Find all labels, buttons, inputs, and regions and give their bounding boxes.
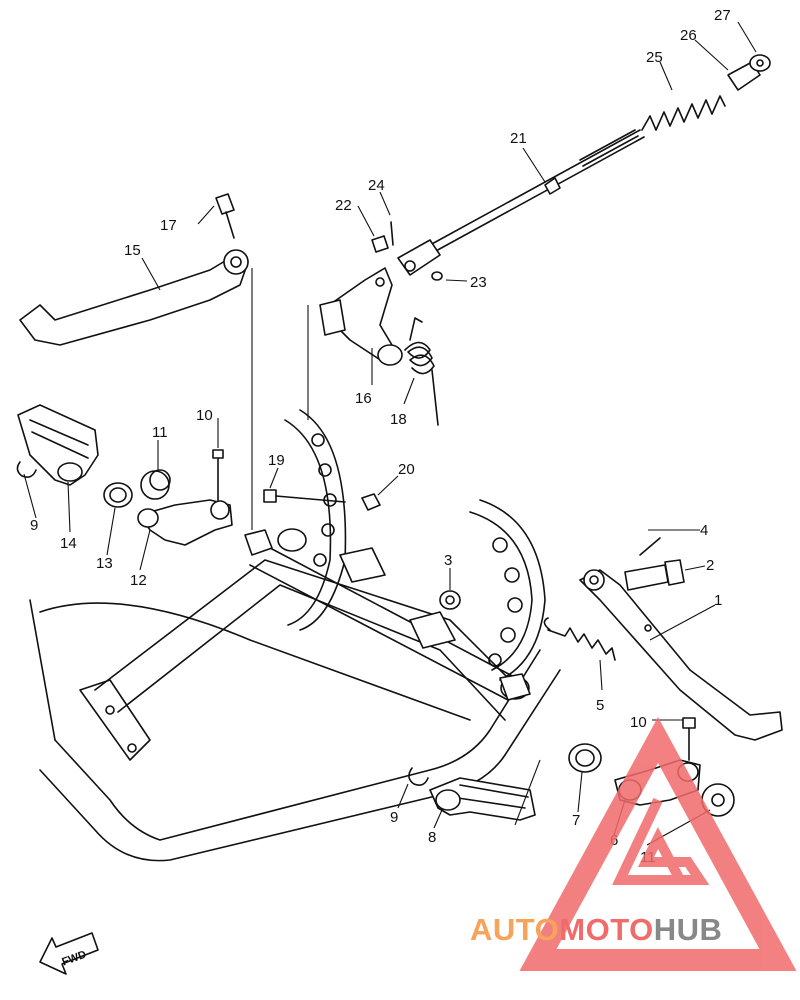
callout-20: 20 (398, 461, 415, 478)
circlip-9-left (16, 461, 37, 478)
watermark-part-moto: MOTO (559, 912, 654, 947)
callout-21: 21 (510, 130, 527, 147)
callout-22: 22 (335, 197, 352, 214)
adjuster-26-27 (727, 54, 771, 91)
watermark-part-hub: HUB (653, 912, 723, 947)
nut-3 (439, 590, 461, 610)
footrest-bracket-12 (137, 499, 233, 546)
spring-7 (568, 743, 602, 773)
return-spring (404, 317, 439, 426)
callout-11-left: 11 (152, 424, 168, 441)
callout-25: 25 (646, 49, 663, 66)
side-stand-1 (579, 569, 783, 741)
callout-19: 19 (268, 452, 285, 469)
watermark-triangle-icon (519, 717, 797, 971)
collar-11-left (140, 469, 171, 500)
brake-pedal (19, 249, 249, 346)
watermark-part-auto: AUTO (470, 912, 560, 947)
callout-7: 7 (572, 812, 580, 829)
pivot-bolt-2 (624, 559, 685, 591)
nut-23 (431, 271, 443, 281)
callout-23: 23 (470, 274, 487, 291)
watermark-brand-text: AUTOMOTOHUB (470, 912, 722, 948)
callout-3: 3 (444, 552, 452, 569)
rod-clevis (397, 239, 441, 276)
callout-24: 24 (368, 177, 385, 194)
spring-13 (103, 482, 133, 508)
callout-8: 8 (428, 829, 436, 846)
callout-5: 5 (596, 697, 604, 714)
compression-spring-25 (641, 95, 726, 131)
bolt-19 (263, 489, 346, 503)
brake-shaft (319, 267, 403, 366)
footrest-left-14 (17, 404, 99, 486)
brake-rod (429, 129, 645, 253)
callout-27: 27 (714, 7, 731, 24)
callout-1: 1 (714, 592, 722, 609)
callout-26: 26 (680, 27, 697, 44)
callout-15: 15 (124, 242, 141, 259)
fwd-arrow-icon: FWD (39, 932, 99, 975)
callout-16: 16 (355, 390, 372, 407)
callout-4: 4 (700, 522, 708, 539)
callout-2: 2 (706, 557, 714, 574)
cotter-pin-4 (639, 537, 661, 556)
circlip-9-right (408, 767, 429, 786)
callout-12: 12 (130, 572, 147, 589)
stand-spring-5 (543, 617, 616, 661)
callout-14: 14 (60, 535, 77, 552)
callout-9-right: 9 (390, 809, 398, 826)
callout-18: 18 (390, 411, 407, 428)
bolt-10-right (682, 717, 696, 761)
callout-10-right: 10 (630, 714, 647, 731)
frame (29, 409, 561, 862)
bolt-10-left (212, 449, 224, 501)
callout-13: 13 (96, 555, 113, 572)
callout-9-left: 9 (30, 517, 38, 534)
nut-20 (361, 493, 381, 511)
bolt-17 (215, 193, 235, 239)
pin-and-clip-22-24 (371, 221, 394, 253)
callout-10-left: 10 (196, 407, 213, 424)
callout-17: 17 (160, 217, 177, 234)
